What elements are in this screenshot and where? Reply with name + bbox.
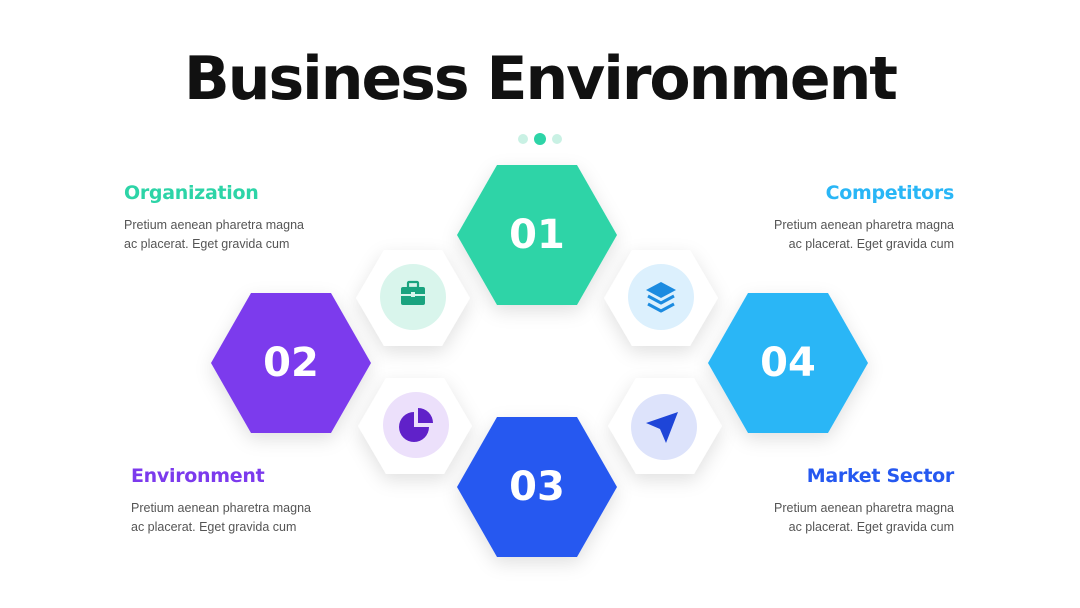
pagination-dots: [0, 128, 1080, 147]
hexagon-04-number: 04: [760, 340, 816, 386]
competitors-block: Competitors Pretium aenean pharetra magn…: [754, 182, 954, 254]
market-sector-heading: Market Sector: [806, 465, 955, 487]
environment-heading: Environment: [131, 465, 265, 487]
organization-heading: Organization: [124, 182, 259, 204]
environment-block: Environment Pretium aenean pharetra magn…: [131, 465, 331, 537]
competitors-heading: Competitors: [825, 182, 955, 204]
layers-icon: [628, 264, 694, 330]
competitors-desc-line2: ac placerat. Eget gravida cum: [788, 237, 954, 251]
briefcase-icon: [380, 264, 446, 330]
hexagon-01-number: 01: [509, 212, 565, 258]
organization-desc-line1: Pretium aenean pharetra magna: [124, 218, 304, 232]
competitors-description: Pretium aenean pharetra magna ac placera…: [754, 216, 954, 254]
competitors-desc-line1: Pretium aenean pharetra magna: [774, 218, 954, 232]
market-sector-desc-line1: Pretium aenean pharetra magna: [774, 501, 954, 515]
environment-desc-line2: ac placerat. Eget gravida cum: [131, 520, 297, 534]
send-arrow-icon: [631, 394, 697, 460]
organization-description: Pretium aenean pharetra magna ac placera…: [124, 216, 324, 254]
hexagon-03: [457, 417, 617, 557]
environment-description: Pretium aenean pharetra magna ac placera…: [131, 499, 331, 537]
market-sector-desc-line2: ac placerat. Eget gravida cum: [788, 520, 954, 534]
organization-desc-line2: ac placerat. Eget gravida cum: [124, 237, 290, 251]
hexagon-02-number: 02: [263, 340, 319, 386]
hexagon-01: [457, 165, 617, 305]
pie-chart-icon: [383, 392, 449, 458]
dot-indicator: [552, 133, 562, 144]
environment-desc-line1: Pretium aenean pharetra magna: [131, 501, 311, 515]
market-sector-block: Market Sector Pretium aenean pharetra ma…: [754, 465, 954, 537]
hexagon-04: [708, 293, 868, 433]
organization-block: Organization Pretium aenean pharetra mag…: [124, 182, 324, 254]
market-sector-description: Pretium aenean pharetra magna ac placera…: [754, 499, 954, 537]
page-title: Business Environment: [184, 44, 898, 114]
dot-indicator-active: [534, 132, 546, 145]
hexagon-03-number: 03: [509, 464, 565, 510]
dot-indicator: [518, 133, 528, 144]
hexagon-02: [211, 293, 371, 433]
